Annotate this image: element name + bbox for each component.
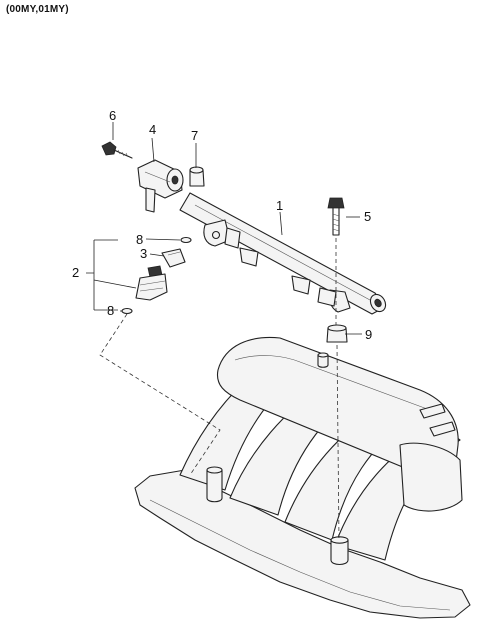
callout-2: 2 — [72, 265, 79, 280]
callout-7: 7 — [191, 128, 198, 143]
callout-5: 5 — [364, 209, 371, 224]
rail-cap — [189, 166, 205, 187]
fuel-rail — [179, 192, 387, 315]
injector-clip — [161, 248, 186, 268]
callout-8-lower: 8 — [107, 303, 114, 318]
callout-8-upper: 8 — [136, 232, 143, 247]
regulator-bolt — [101, 141, 133, 159]
intake-manifold — [134, 336, 471, 619]
pressure-regulator — [137, 159, 184, 213]
callout-4: 4 — [149, 122, 156, 137]
callout-1: 1 — [276, 198, 283, 213]
fuel-injector — [121, 236, 192, 315]
rail-bolt — [327, 197, 345, 236]
callout-9: 9 — [365, 327, 372, 342]
leader-lines — [86, 122, 362, 541]
callout-3: 3 — [140, 246, 147, 261]
callout-6: 6 — [109, 108, 116, 123]
model-year-header: (00MY,01MY) — [6, 4, 69, 15]
spacer — [326, 324, 348, 343]
